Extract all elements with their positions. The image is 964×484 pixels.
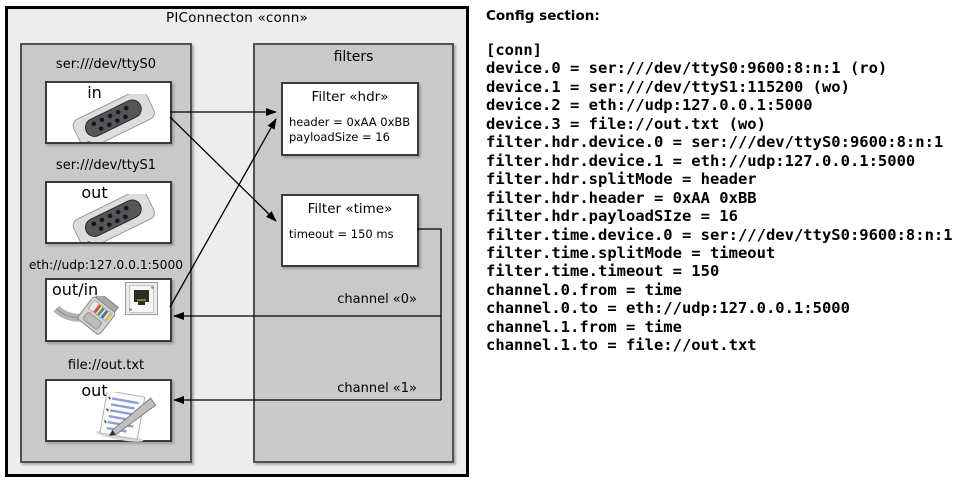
filters-panel: filters Filter «hdr» header = 0xAA 0xBB … — [253, 43, 454, 463]
device-direction-label: out/in — [52, 280, 99, 299]
filters-panel-title: filters — [333, 49, 374, 65]
device-uri-file: file://out.txt — [67, 358, 145, 373]
channel-0-label: channel «0» — [337, 292, 417, 307]
filter-box-time: Filter «time» timeout = 150 ms — [281, 194, 419, 267]
device-box-file: out — [45, 379, 172, 442]
notepad-icon — [95, 392, 157, 442]
filter-hdr-title: Filter «hdr» — [311, 89, 389, 105]
serial-connector-icon — [72, 94, 155, 142]
ethernet-jack-icon — [125, 282, 158, 315]
channel-1-label: channel «1» — [337, 381, 417, 396]
device-uri-ttys0: ser:///dev/ttyS0 — [55, 57, 157, 72]
serial-connector-icon — [72, 194, 155, 242]
device-direction-label: out — [81, 183, 108, 202]
config-text: [conn] device.0 = ser:///dev/ttyS0:9600:… — [486, 41, 953, 355]
filter-hdr-attributes: header = 0xAA 0xBB payloadSize = 16 — [289, 115, 411, 144]
device-box-ttys1: out — [45, 181, 172, 244]
device-uri-eth: eth://udp:127.0.0.1:5000 — [28, 258, 184, 272]
devices-panel: ser:///dev/ttyS0 in ser:/// — [20, 43, 192, 463]
device-box-eth: out/in — [45, 278, 172, 342]
device-uri-ttys1: ser:///dev/ttyS1 — [55, 158, 157, 173]
device-direction-label: out — [81, 381, 108, 400]
device-direction-label: in — [87, 83, 102, 102]
diagram-title: PIConnecton «conn» — [166, 10, 308, 26]
filter-box-hdr: Filter «hdr» header = 0xAA 0xBB payloadS… — [281, 82, 419, 156]
config-section-heading: Config section: — [486, 8, 600, 24]
filter-time-attributes: timeout = 150 ms — [289, 227, 394, 241]
filter-time-title: Filter «time» — [307, 201, 393, 217]
device-box-ttys0: in — [45, 81, 172, 144]
ethernet-plug-icon — [53, 296, 119, 335]
